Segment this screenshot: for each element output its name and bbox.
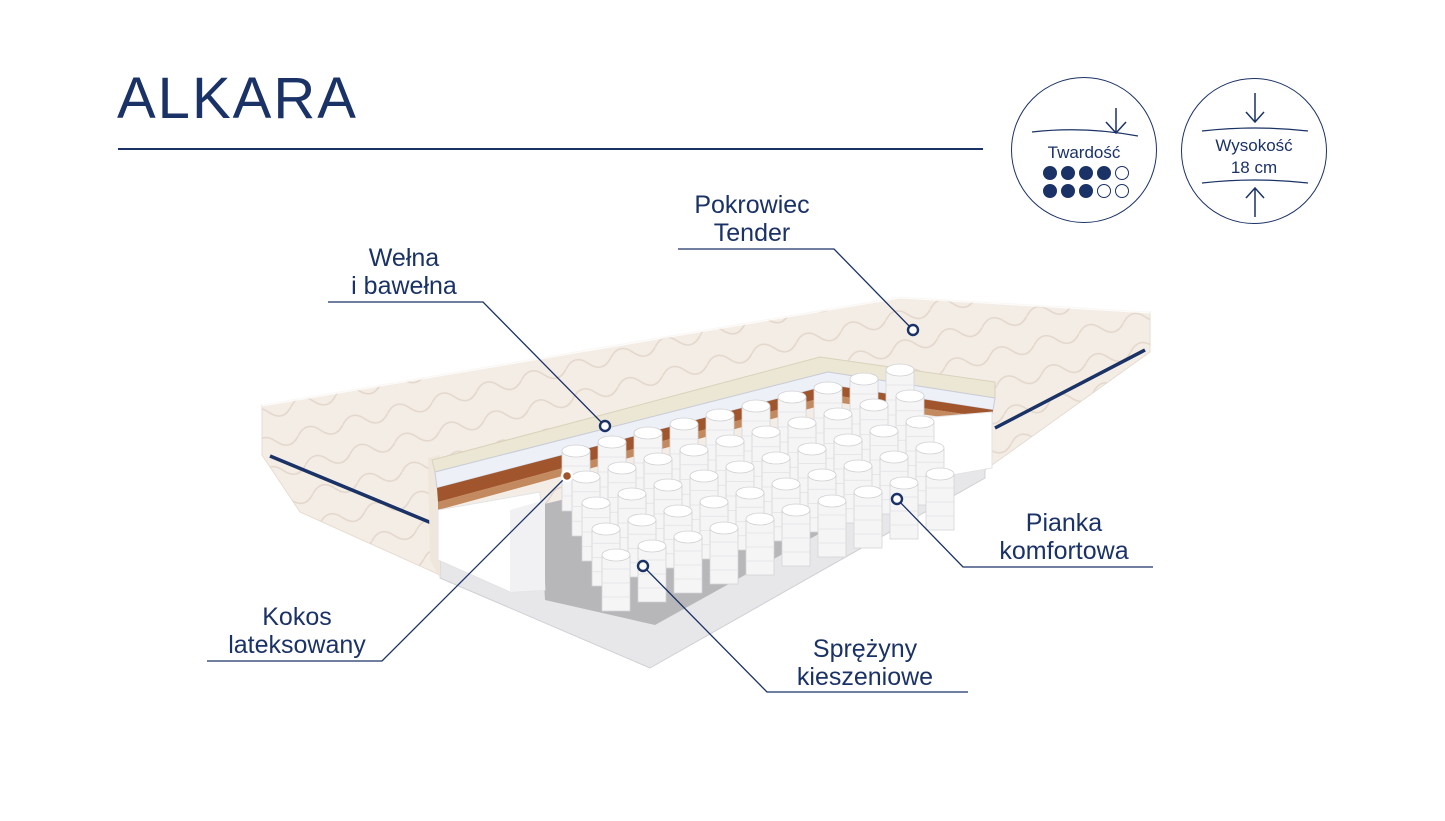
leader-cover <box>678 248 914 331</box>
bottom-surface-line <box>1201 179 1309 184</box>
hardness-dot-filled <box>1043 184 1057 198</box>
hardness-dot-filled <box>1079 184 1093 198</box>
hardness-scale-1 <box>1043 166 1131 180</box>
piping-left <box>269 454 435 526</box>
pocket-spring <box>601 548 631 612</box>
pocket-spring <box>709 521 739 585</box>
pocket-spring <box>673 530 703 594</box>
callout-springs: Sprężyny kieszeniowe <box>775 635 955 691</box>
title-divider <box>118 148 983 150</box>
leader-foam <box>896 498 1153 568</box>
height-value: 18 cm <box>1230 158 1278 177</box>
height-label: Wysokość <box>1215 136 1293 155</box>
pocket-spring <box>853 485 883 549</box>
callout-springs-line2: kieszeniowe <box>796 663 934 691</box>
top-surface-line <box>1201 127 1309 132</box>
hardness-dot-empty <box>1115 184 1129 198</box>
callout-foam-line1: Pianka <box>1025 509 1103 537</box>
callout-wool-line1: Wełna <box>368 244 440 272</box>
callout-foam: Pianka komfortowa <box>974 509 1154 565</box>
hardness-label: Twardość <box>1047 143 1121 162</box>
hardness-dot-filled <box>1097 166 1111 180</box>
pocket-springs <box>561 363 955 612</box>
leader-lines <box>207 248 1153 693</box>
callout-coconut-line1: Kokos <box>262 603 332 631</box>
leader-springs <box>642 565 968 693</box>
cutaway-section <box>428 356 996 669</box>
callout-coconut: Kokos lateksowany <box>208 603 386 659</box>
pocket-spring <box>637 539 667 603</box>
hardness-dot-filled <box>1043 166 1057 180</box>
hardness-dot-filled <box>1061 184 1075 198</box>
hardness-dot-empty <box>1097 184 1111 198</box>
hardness-scale-2 <box>1043 184 1131 198</box>
pocket-spring <box>781 503 811 567</box>
pocket-spring <box>817 494 847 558</box>
marker-coconut <box>560 469 574 483</box>
leader-coconut <box>207 475 568 662</box>
callout-wool-line2: i bawełna <box>351 272 457 300</box>
marker-springs <box>636 559 650 573</box>
callout-springs-line1: Sprężyny <box>812 635 918 663</box>
callout-cover-line2: Tender <box>713 219 791 247</box>
callout-cover: Pokrowiec Tender <box>672 191 832 247</box>
marker-wool <box>598 419 612 433</box>
hardness-badge-graphic <box>1031 108 1139 137</box>
callout-wool: Wełna i bawełna <box>324 244 484 300</box>
pocket-spring <box>925 467 955 531</box>
hardness-dot-filled <box>1079 166 1093 180</box>
callout-cover-line1: Pokrowiec <box>694 191 810 219</box>
callout-markers <box>560 323 920 573</box>
hardness-badge: Twardość <box>1011 77 1157 223</box>
pocket-spring <box>745 512 775 576</box>
callout-foam-line2: komfortowa <box>999 537 1129 565</box>
compression-line <box>1031 129 1139 137</box>
up-arrow-icon <box>1245 186 1265 217</box>
leader-wool <box>328 301 606 427</box>
marker-foam <box>890 492 904 506</box>
hardness-dot-empty <box>1115 166 1129 180</box>
down-arrow-icon <box>1245 93 1265 124</box>
marker-cover <box>906 323 920 337</box>
piping-right <box>994 348 1146 430</box>
height-badge: Wysokość 18 cm <box>1181 78 1327 224</box>
height-badge-graphic <box>1201 93 1309 217</box>
pocket-spring <box>889 476 919 540</box>
hardness-dot-filled <box>1061 166 1075 180</box>
product-title: ALKARA <box>117 66 358 131</box>
callout-coconut-line2: lateksowany <box>228 631 366 659</box>
